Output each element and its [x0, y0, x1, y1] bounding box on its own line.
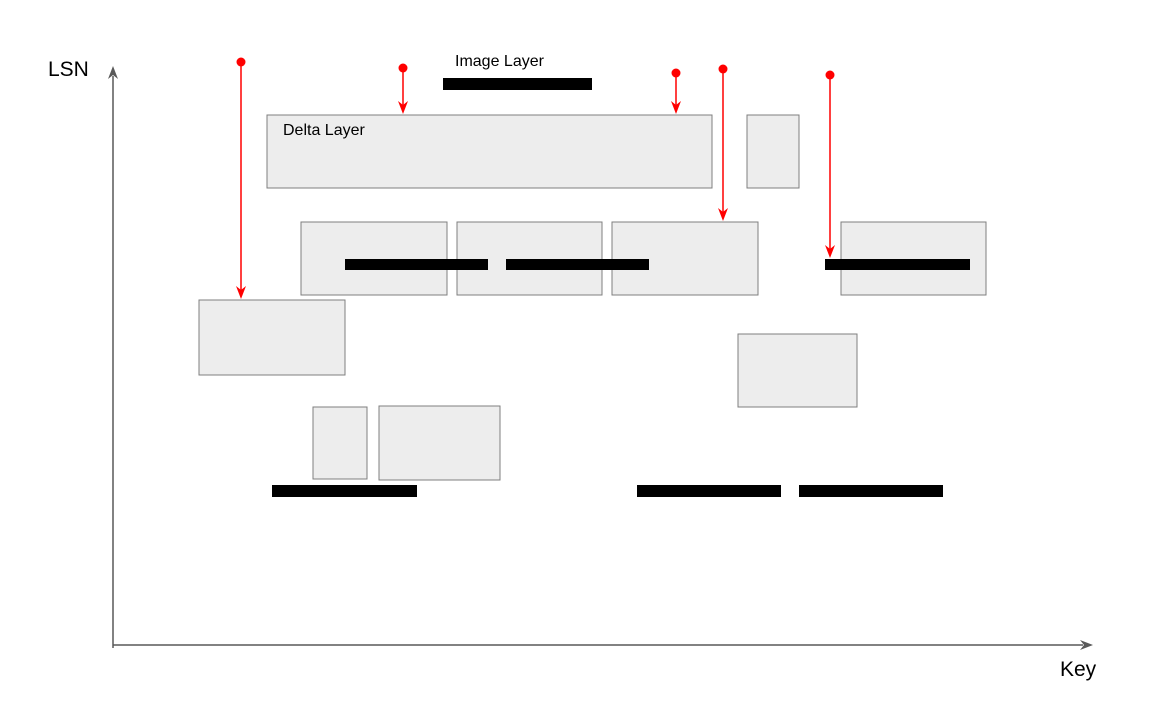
delta-layer-rect: [198, 299, 346, 376]
x-axis-label: Key: [1060, 658, 1097, 681]
delta-layer-rect: [840, 221, 987, 296]
delta-layer-rect: [300, 221, 448, 296]
x-axis-arrowhead-icon: [1080, 640, 1093, 650]
image-layer-bar: [345, 259, 488, 270]
delta-layer-rect: [378, 405, 501, 481]
y-axis-arrowhead-icon: [108, 66, 118, 79]
delta-layer-rect: [456, 221, 603, 296]
image-layer-bar: [443, 78, 592, 90]
image-layer-label: Image Layer: [455, 53, 544, 70]
delta-layer-rect: [611, 221, 759, 296]
lookup-arrowhead-icon: [398, 101, 408, 114]
image-layer-bar: [825, 259, 970, 270]
delta-layer-rect: [737, 333, 858, 408]
lookup-arrowhead-icon: [825, 245, 835, 258]
image-layer-bar: [272, 485, 417, 497]
image-layer-bar: [637, 485, 781, 497]
lookup-arrowhead-icon: [671, 101, 681, 114]
image-layer-bar: [799, 485, 943, 497]
lookup-arrowhead-icon: [236, 286, 246, 299]
y-axis-label: LSN: [48, 58, 89, 81]
lookup-arrowhead-icon: [718, 208, 728, 221]
image-layer-bar: [506, 259, 649, 270]
delta-layer-label: Delta Layer: [283, 122, 365, 139]
delta-layer-rect: [746, 114, 800, 189]
delta-layer-rect: [312, 406, 368, 480]
delta-layer-rect: [266, 114, 713, 189]
